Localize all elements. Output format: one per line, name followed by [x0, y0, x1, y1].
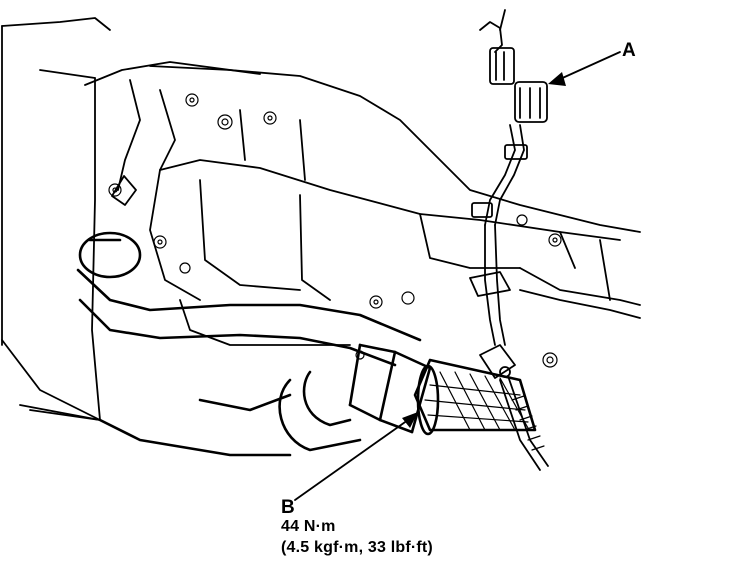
lower-pipe — [98, 370, 362, 457]
body-shell-outline — [1, 17, 261, 421]
harness-bracket — [469, 271, 641, 319]
callout-a-leader — [548, 51, 621, 86]
flange-clamp — [348, 343, 440, 436]
torque-spec-alt: (4.5 kgf·m, 33 lbf·ft) — [281, 539, 433, 556]
exhaust-pipe — [76, 231, 422, 367]
callout-b-label: B — [281, 497, 295, 518]
oxygen-sensor — [479, 344, 549, 471]
callout-b-leader — [294, 412, 418, 501]
callout-a-label: A — [622, 40, 636, 61]
sensor-harness — [471, 9, 548, 346]
torque-spec-nm: 44 N·m — [281, 518, 336, 535]
transmission-case — [149, 65, 641, 346]
left-sensor — [111, 79, 141, 206]
case-bolts — [108, 93, 562, 368]
